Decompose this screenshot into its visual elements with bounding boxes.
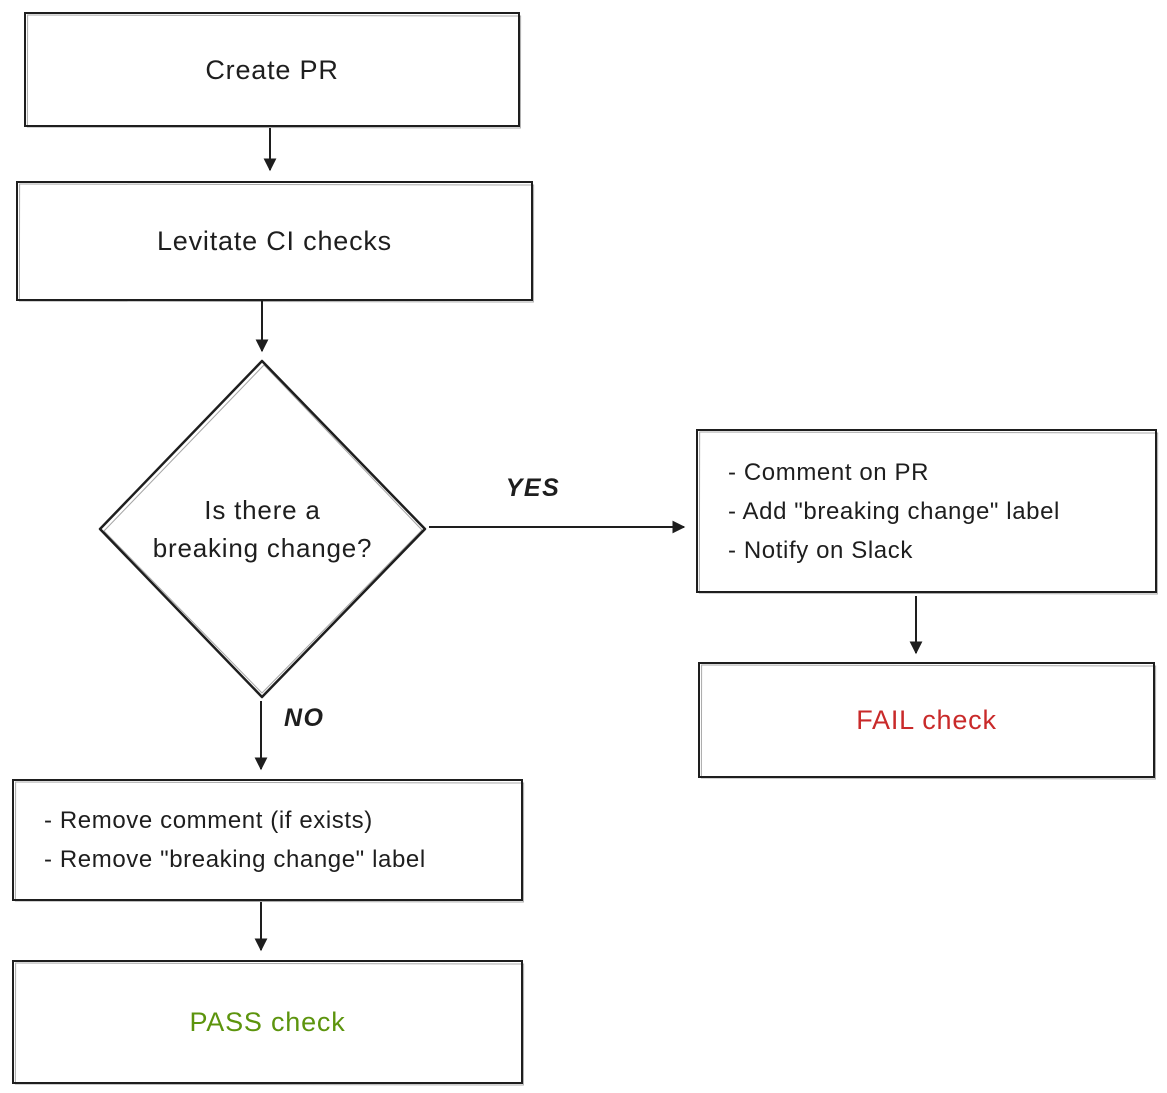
- list-item-notify-slack: - Notify on Slack: [728, 536, 913, 564]
- node-fail-check: FAIL check: [698, 662, 1155, 778]
- edge-label-yes: YES: [505, 474, 561, 502]
- node-decision-breaking-change: Is there a breaking change?: [97, 358, 428, 700]
- node-create-pr: Create PR: [24, 12, 520, 127]
- node-fail-check-label: FAIL check: [856, 705, 997, 735]
- list-item-remove-label: - Remove "breaking change" label: [44, 846, 426, 873]
- node-create-pr-label: Create PR: [205, 54, 339, 85]
- node-levitate-ci-label: Levitate CI checks: [156, 226, 392, 256]
- node-pass-check-label: PASS check: [189, 1007, 346, 1037]
- node-levitate-ci: Levitate CI checks: [16, 181, 533, 301]
- diamond-shape-echo: [103, 364, 423, 694]
- node-pass-check: PASS check: [12, 960, 523, 1084]
- edge-label-no: NO: [284, 704, 325, 732]
- node-decision-label: Is there a breaking change?: [152, 495, 373, 563]
- list-item-comment-on-pr: - Comment on PR: [728, 458, 930, 486]
- list-item-remove-comment: - Remove comment (if exists): [44, 807, 373, 834]
- list-item-add-label: - Add "breaking change" label: [728, 497, 1060, 525]
- diamond-shape-svg: [98, 359, 427, 699]
- node-no-actions: - Remove comment (if exists) - Remove "b…: [12, 779, 523, 901]
- diamond-shape: [98, 359, 427, 699]
- node-yes-actions: - Comment on PR - Add "breaking change" …: [696, 429, 1157, 593]
